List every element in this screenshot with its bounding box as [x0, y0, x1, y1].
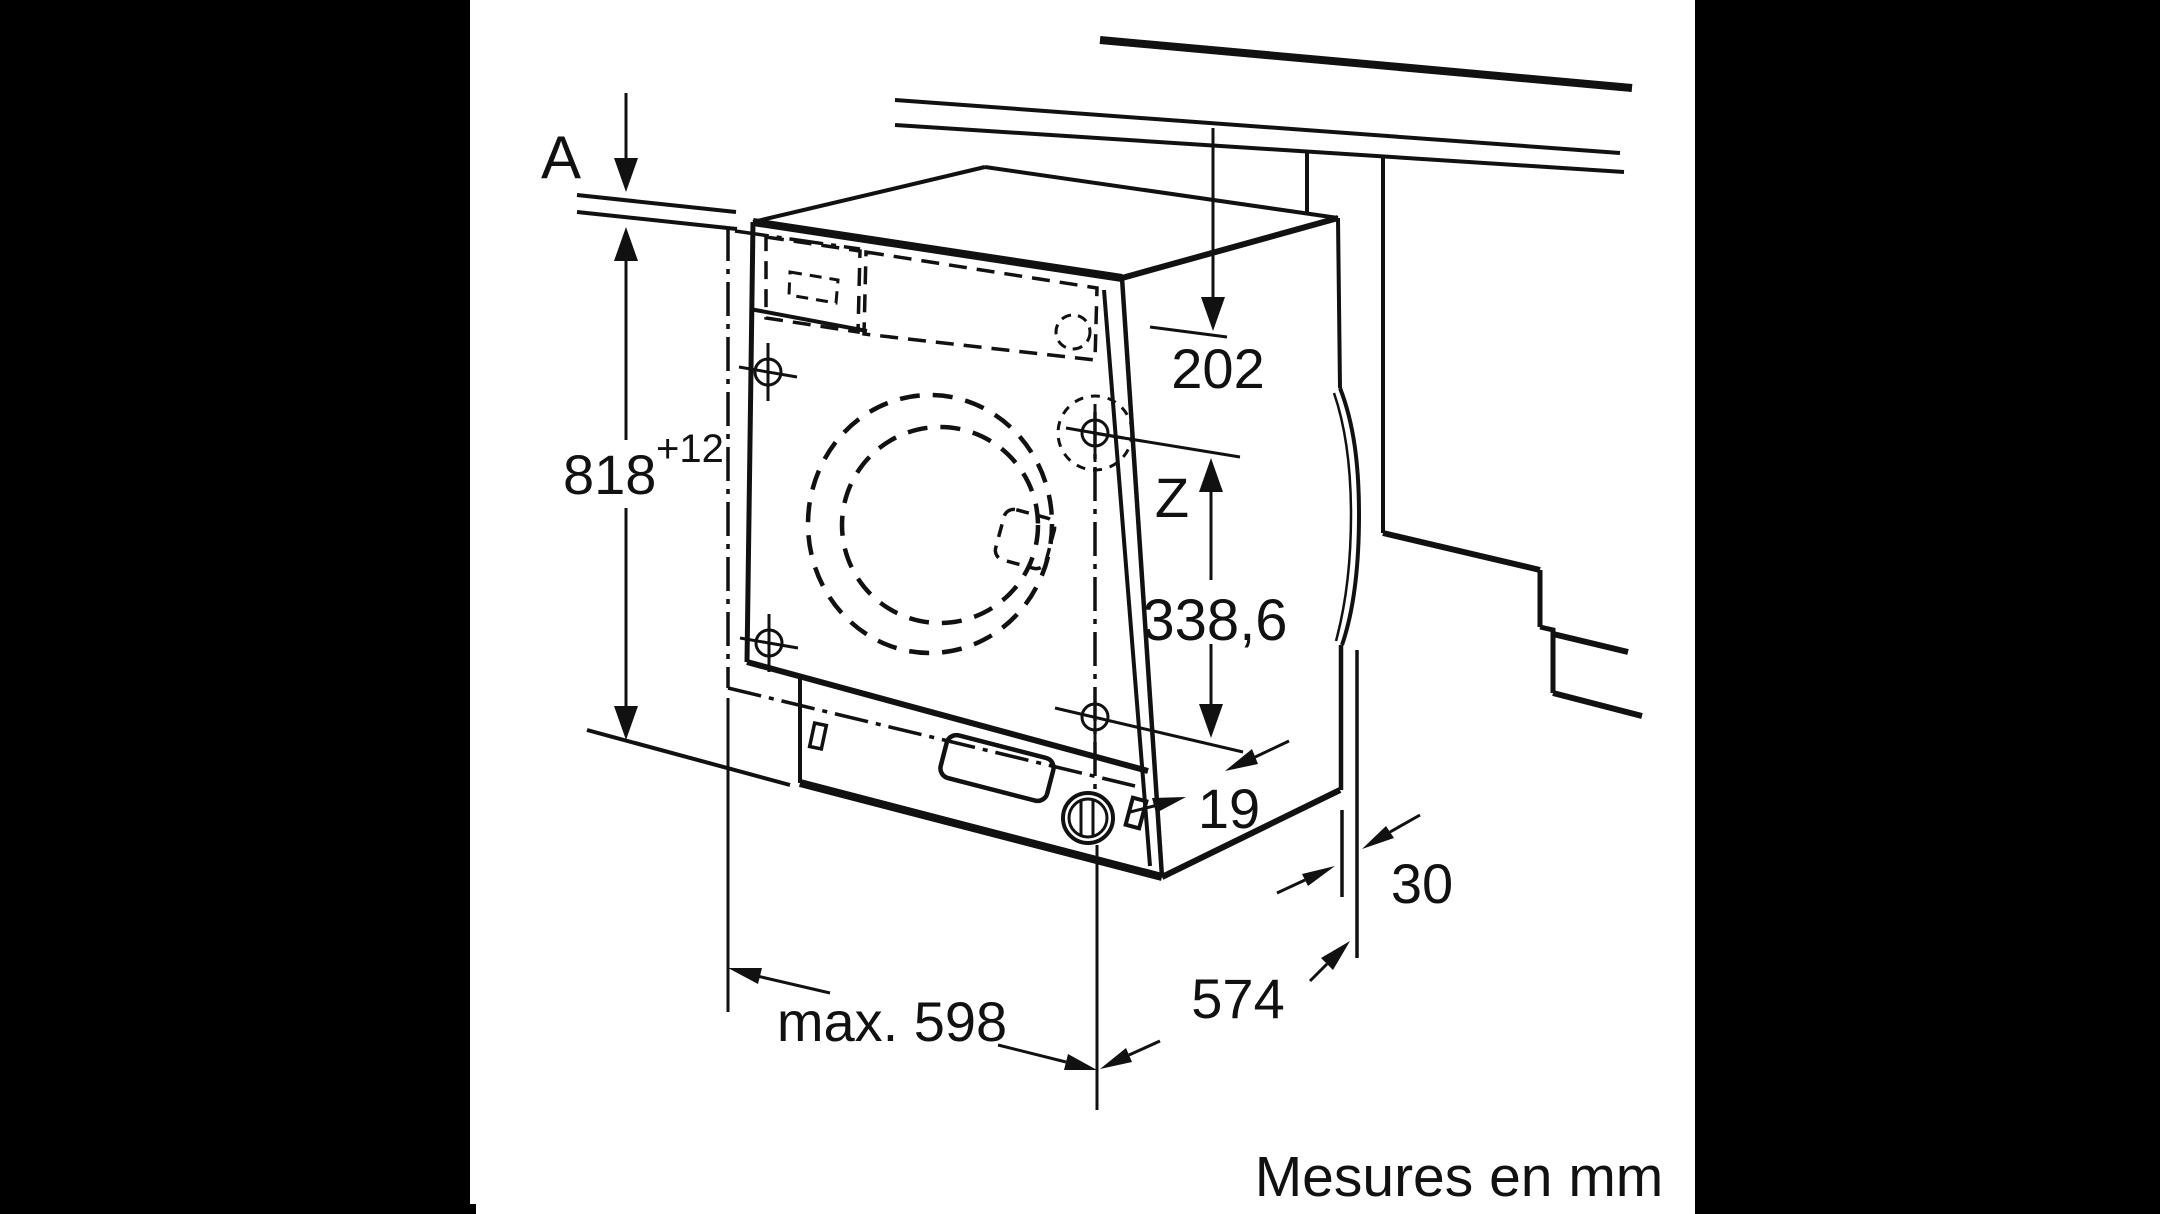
screw-top-left	[738, 343, 798, 401]
machine-plinth	[798, 677, 1164, 881]
drawing-canvas	[470, 0, 1695, 1214]
arrowhead-icon	[1225, 749, 1258, 771]
arrowhead-down-icon	[614, 158, 638, 192]
dim-worktop-thickness	[614, 93, 638, 192]
hinge-zone-circle	[1056, 394, 1134, 472]
label-rear-clearance: 30	[1391, 852, 1453, 915]
label-base-offset: 19	[1198, 777, 1260, 840]
arrowhead-right-icon	[1064, 1054, 1097, 1070]
dimension-labels: A 818 +12 202 Z 338,6 19 30 574 max. 598	[541, 124, 1453, 1053]
plinth-slot	[807, 720, 829, 752]
kickplate-recess	[938, 732, 1056, 804]
label-hinge-ref: Z	[1155, 466, 1189, 529]
label-worktop-ref: A	[541, 124, 581, 191]
door-glass	[839, 424, 1041, 626]
dim-hinge-distance	[1199, 458, 1223, 738]
latch-block	[1123, 795, 1149, 831]
label-max-width: max. 598	[777, 990, 1007, 1053]
adjacent-cabinet	[1305, 151, 1643, 719]
arrowhead-icon	[1152, 797, 1186, 813]
arrowhead-down-icon	[614, 706, 638, 740]
display-module	[764, 234, 862, 335]
machine-front-face	[744, 221, 1165, 878]
machine-right-face	[1160, 217, 1362, 880]
display-window	[787, 270, 840, 305]
label-hinge-distance: 338,6	[1142, 588, 1287, 653]
arrowhead-up-icon	[614, 227, 638, 261]
program-dial	[1054, 313, 1092, 351]
arrowhead-icon	[1321, 941, 1350, 970]
arrowhead-icon	[1302, 866, 1335, 886]
dim-max-width	[728, 968, 1097, 1070]
arrowhead-left-icon	[728, 968, 762, 984]
arrowhead-up-icon	[1199, 458, 1223, 492]
adjustment-knob-inner	[1067, 797, 1109, 839]
arrowhead-icon	[1100, 1048, 1132, 1069]
arrowhead-down-icon	[1201, 297, 1225, 331]
control-panel	[749, 234, 1099, 362]
machine-top-face	[752, 165, 1339, 282]
screw-bottom-left	[739, 614, 799, 672]
arrowhead-down-icon	[1199, 704, 1223, 738]
hinge-reference-lines	[1054, 431, 1244, 754]
worktop-lines	[576, 36, 1633, 231]
bottom-edge-mark	[464, 1204, 476, 1214]
dim-base-offset	[1129, 739, 1290, 814]
door-outer-ring	[805, 392, 1055, 656]
label-niche-height: 818	[563, 443, 656, 506]
dim-rear-clearance	[1276, 813, 1421, 895]
dim-top-offset	[1149, 128, 1228, 339]
door	[805, 392, 1057, 656]
dim-depth	[1100, 941, 1350, 1069]
label-depth: 574	[1191, 967, 1284, 1030]
adjustment-knob	[1061, 791, 1115, 845]
label-niche-height-tolerance: +12	[656, 427, 724, 471]
fascia-panel	[862, 249, 1099, 362]
arrowhead-icon	[1362, 826, 1394, 849]
units-caption: Mesures en mm	[1255, 1145, 1664, 1209]
door-handle	[993, 507, 1057, 571]
dimension-extension-lines	[586, 650, 1359, 1110]
floor-reference-line	[586, 728, 791, 787]
label-top-offset: 202	[1171, 337, 1264, 400]
dim-niche-height	[614, 227, 638, 740]
